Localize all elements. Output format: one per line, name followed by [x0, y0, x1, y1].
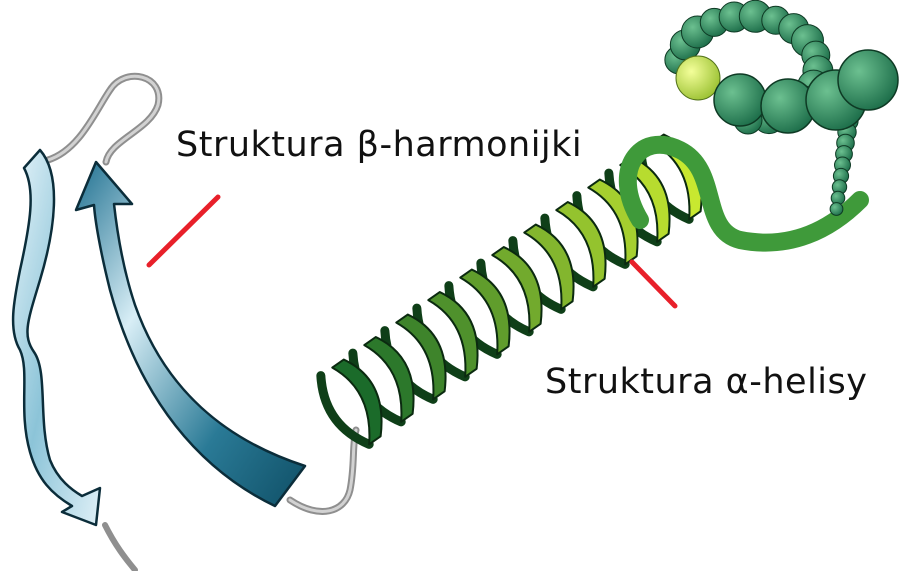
alpha-helix-label: Struktura α-helisy	[545, 362, 867, 402]
beta-strand-right	[76, 162, 305, 506]
bead	[830, 203, 843, 216]
bead	[714, 74, 766, 126]
bead	[676, 56, 720, 100]
bead	[838, 50, 898, 110]
beta-sheet-pointer	[149, 197, 218, 265]
beta-sheet-label: Struktura β-harmonijki	[176, 125, 582, 165]
alpha-helix-pointer	[632, 262, 675, 306]
